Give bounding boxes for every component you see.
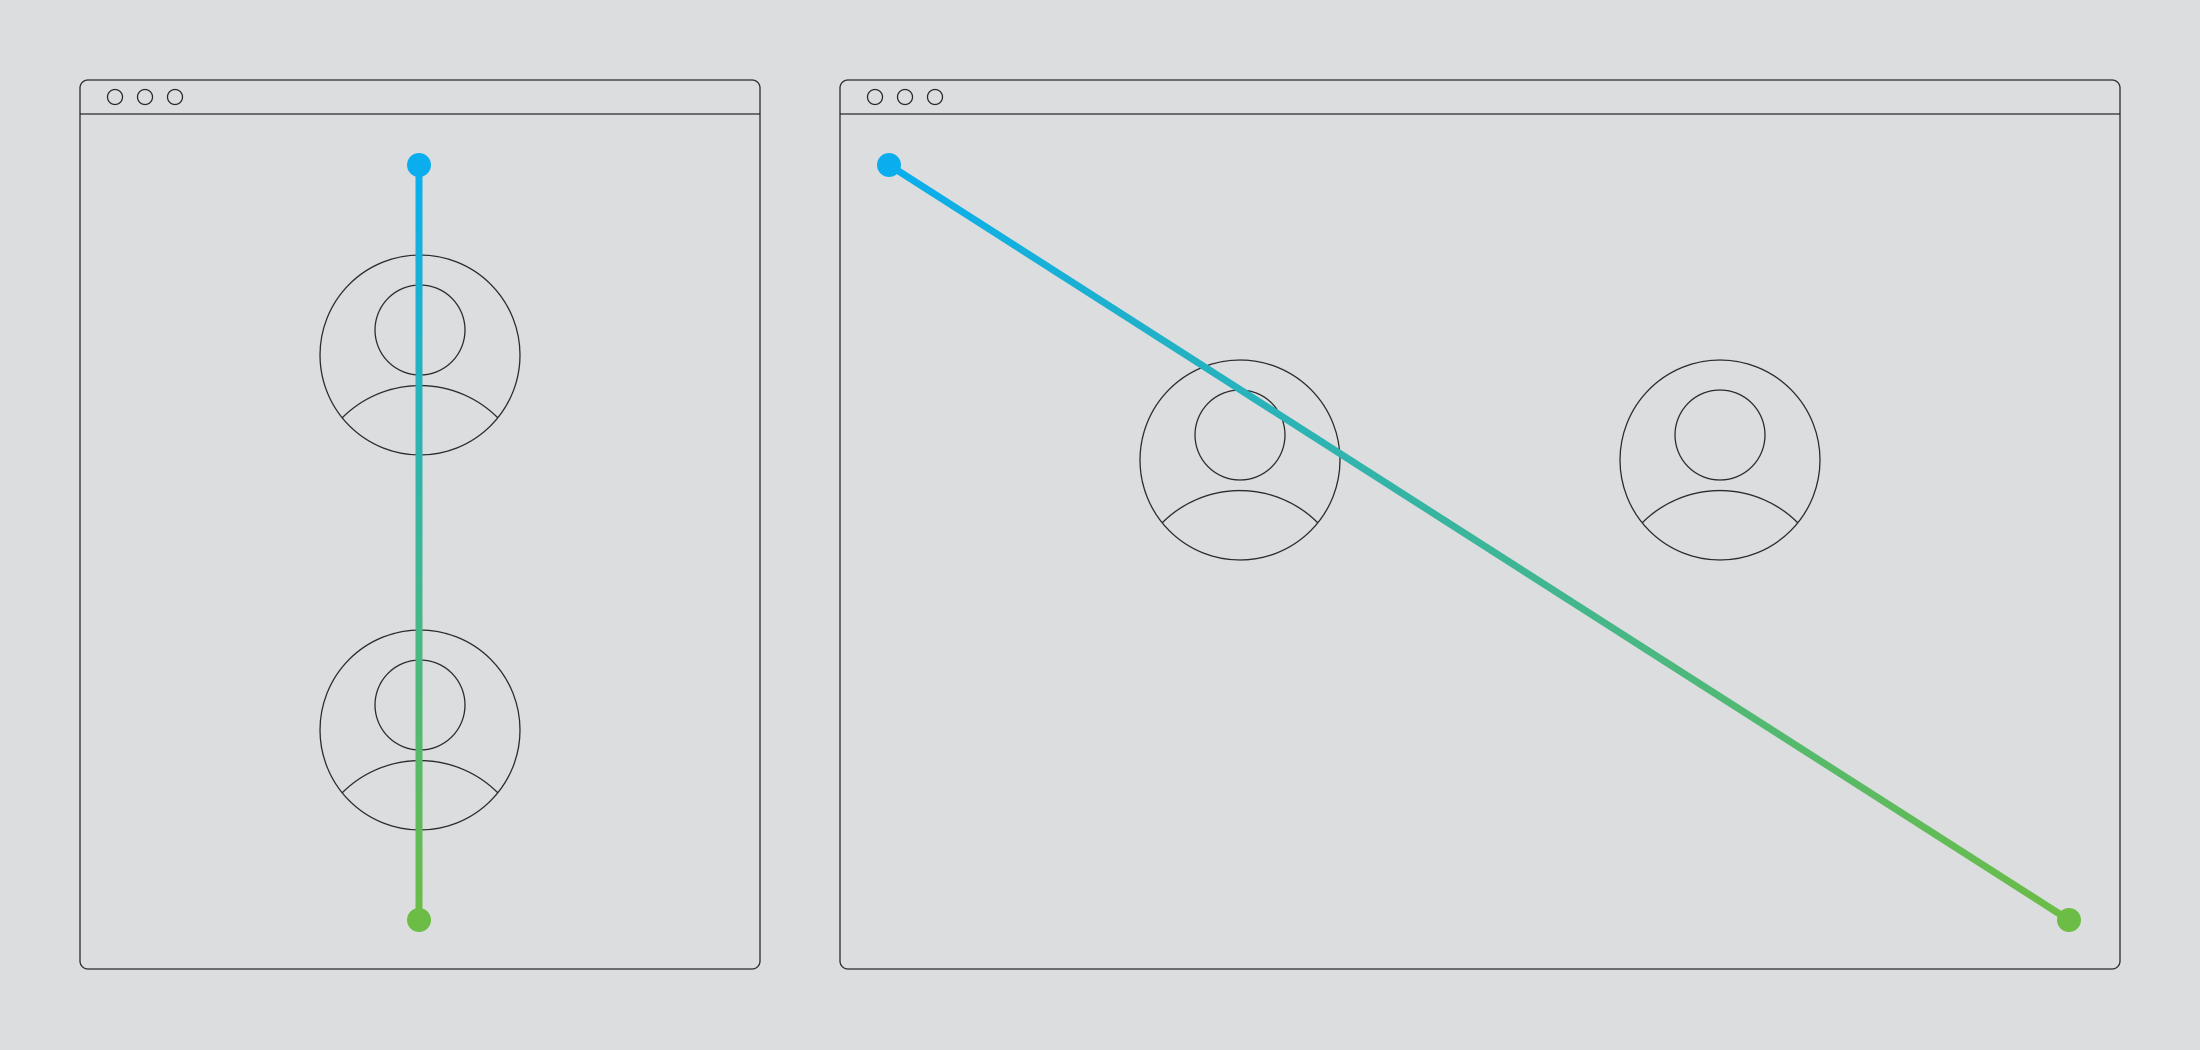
window-control-circle-icon[interactable] — [136, 88, 154, 106]
window-control-circle-icon[interactable] — [896, 88, 914, 106]
green-dot-icon — [407, 908, 431, 932]
window-control-circle-icon[interactable] — [926, 88, 944, 106]
vertical-connector — [407, 153, 431, 932]
avatar-shoulders-arc — [1641, 489, 1799, 524]
avatar-outer-circle — [1139, 359, 1341, 561]
green-dot-icon — [2057, 908, 2081, 932]
window-control-circle-icon[interactable] — [866, 88, 884, 106]
avatar-shoulders-arc — [1161, 489, 1319, 524]
window-frame — [839, 79, 2121, 970]
blue-dot-icon — [877, 153, 901, 177]
user-avatar-icon — [1619, 359, 1821, 561]
window-control-circle-icon[interactable] — [166, 88, 184, 106]
window-control-circle-icon[interactable] — [106, 88, 124, 106]
blue-dot-icon — [407, 153, 431, 177]
diagonal-connector — [877, 153, 2081, 932]
avatar-outer-circle — [1619, 359, 1821, 561]
wide-window — [839, 79, 2121, 970]
diagonal-gradient-line — [887, 162, 2071, 923]
window-frame — [79, 79, 761, 970]
avatar-head-circle — [1674, 389, 1766, 481]
